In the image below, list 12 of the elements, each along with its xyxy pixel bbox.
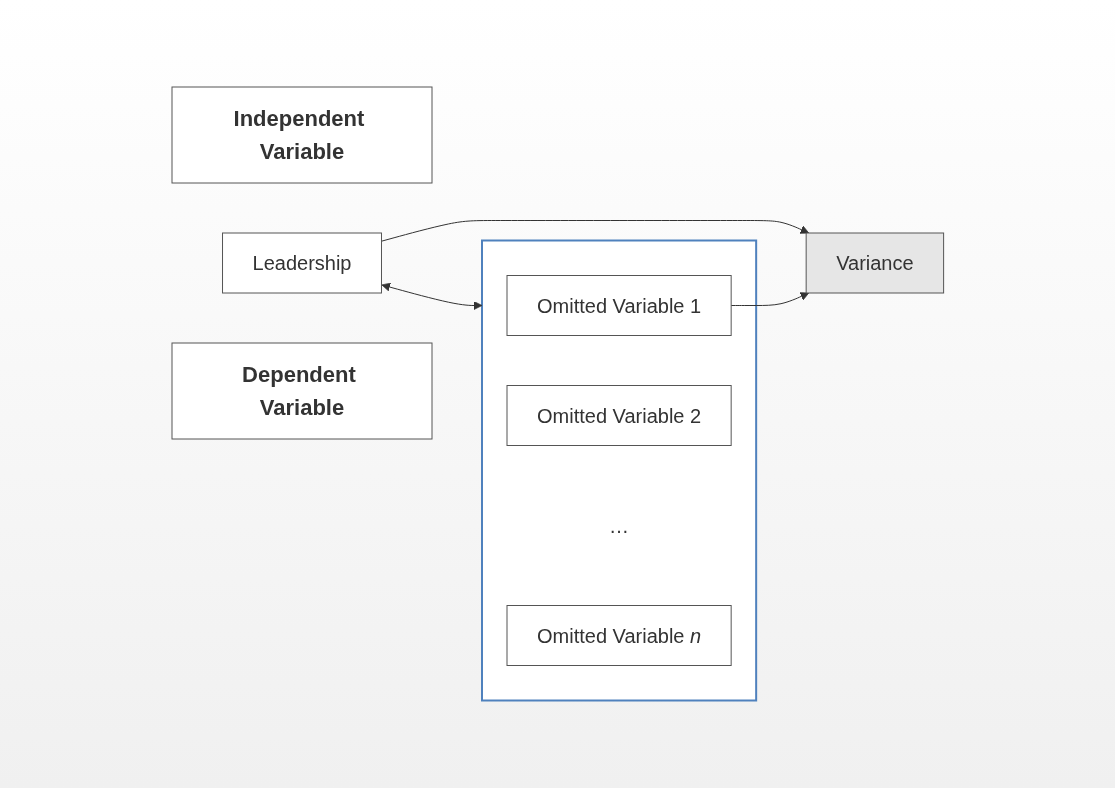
node-box: Omitted Variable n (506, 605, 732, 667)
node-text: … (608, 514, 629, 537)
node-box: Omitted Variable 2 (506, 385, 732, 447)
arrow (381, 283, 483, 311)
node-box: Variance (805, 232, 944, 294)
node-box: Independent Variable (171, 86, 433, 184)
node-box: Leadership (221, 232, 382, 294)
node-box: Omitted Variable 1 (506, 275, 732, 337)
arrow (380, 220, 809, 242)
cluster (480, 239, 757, 702)
node-box: Dependent Variable (171, 342, 433, 440)
arrow (730, 292, 809, 307)
